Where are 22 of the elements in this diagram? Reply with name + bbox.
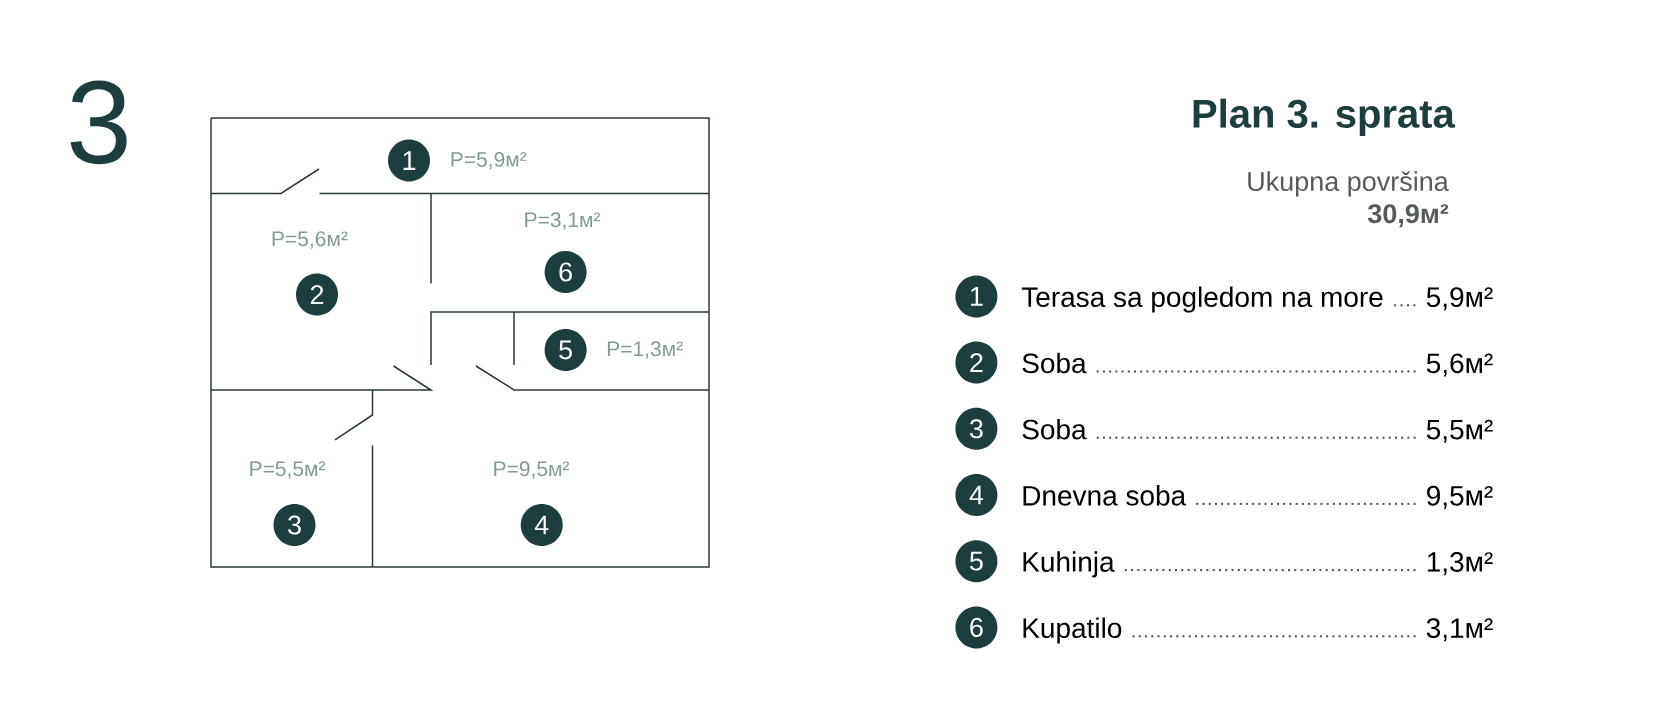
area-value: 3,1м² — [1426, 618, 1493, 642]
room-name: Terasa sa pogledom na more — [1021, 286, 1383, 313]
area-value: 1,3м² — [1427, 552, 1493, 576]
area-label: P=3,1м² — [525, 212, 601, 230]
area-label: P=5,9м² — [451, 151, 527, 170]
area-value: 5,9м² — [1426, 287, 1493, 311]
room-name: Kuhinja — [1023, 551, 1115, 578]
room-name: Soba — [1022, 352, 1087, 374]
room-name: Dnevna soba — [1023, 485, 1187, 506]
title: Plan 3. sprata — [1193, 98, 1456, 136]
area-value: 5,6м² — [1426, 353, 1493, 377]
room-name: Kupatilo — [1023, 617, 1122, 644]
area-label: P=1,3м² — [607, 341, 683, 359]
area-label: P=5,5м² — [250, 461, 326, 479]
area-value: 5,5м² — [1426, 419, 1493, 443]
total-area-value: 30,9м² — [1367, 204, 1449, 228]
area-label: P=9,5м² — [494, 461, 570, 479]
room-name: Soba — [1022, 418, 1087, 440]
total-area-label: Ukupna površina — [1248, 171, 1449, 197]
floor-number: 3 — [70, 80, 127, 165]
area-value: 9,5м² — [1427, 485, 1493, 509]
area-label: P=5,6м² — [272, 231, 348, 249]
